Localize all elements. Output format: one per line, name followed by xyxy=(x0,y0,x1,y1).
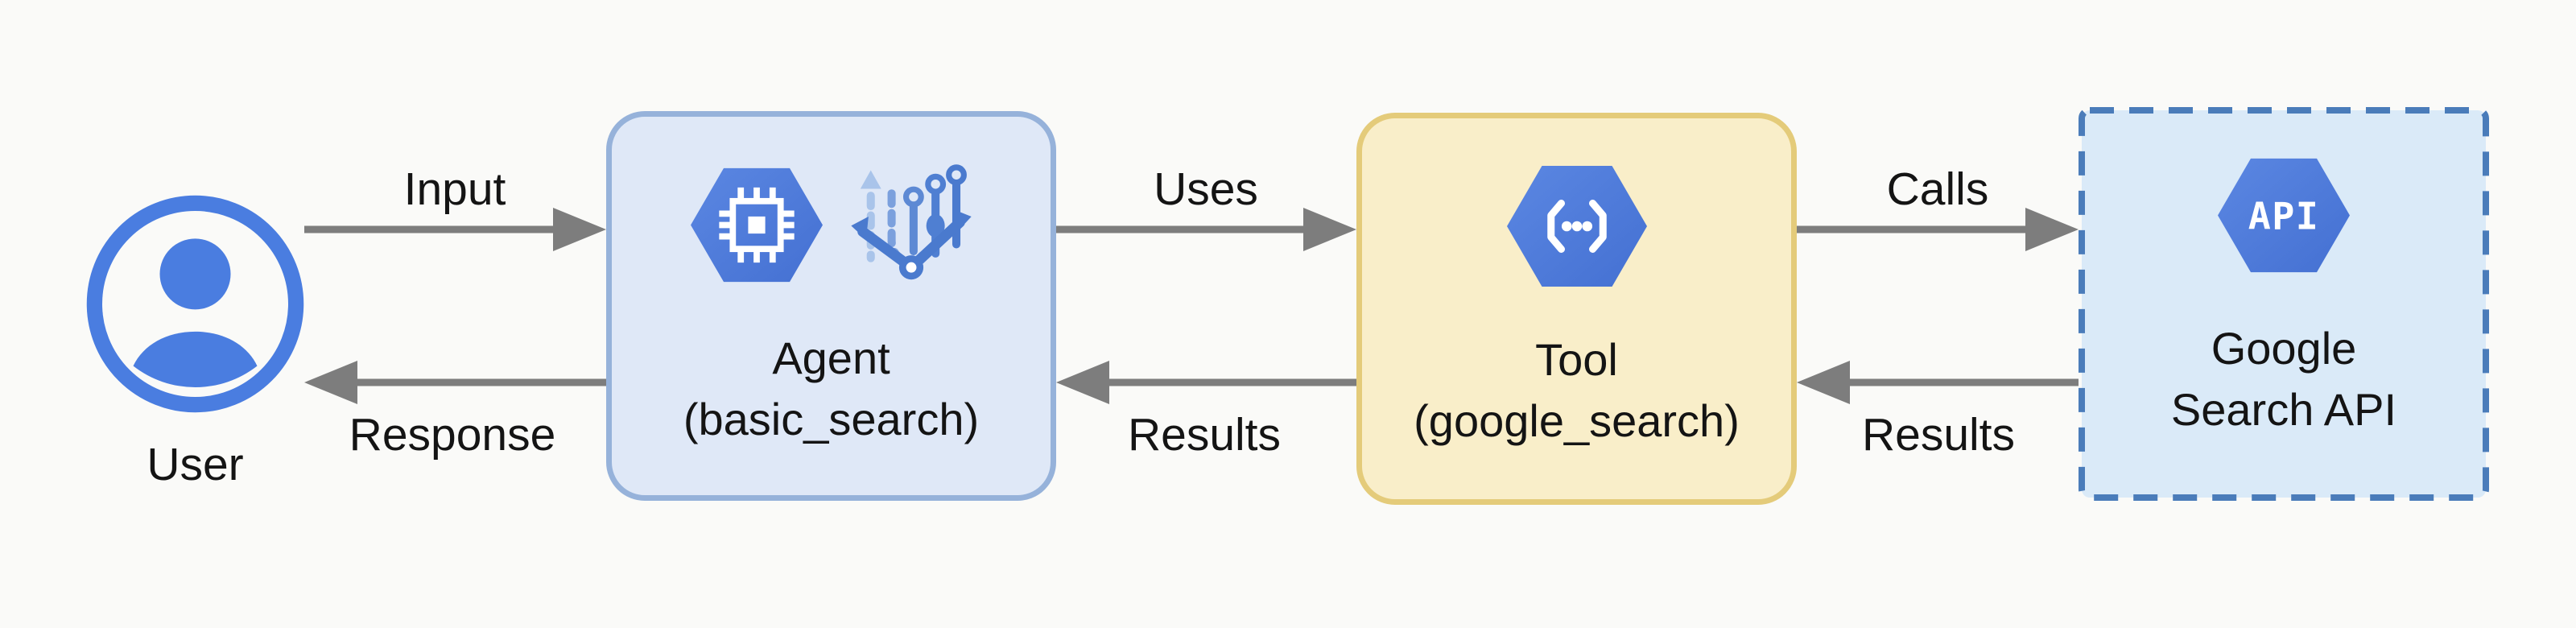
api-hexagon-icon: API xyxy=(2218,158,2350,272)
api-icon-row: API xyxy=(2215,151,2352,279)
user-label: User xyxy=(147,439,244,490)
dashed-border xyxy=(2079,107,2489,501)
code-brackets-hexagon-icon xyxy=(1506,166,1647,287)
tool-title: Tool xyxy=(1535,334,1618,385)
response-arrow xyxy=(304,361,606,404)
agent-icon-row xyxy=(688,160,975,289)
results-tool-agent-arrow-label: Results xyxy=(1127,409,1282,461)
results-api-tool-arrow-label: Results xyxy=(1861,409,2016,461)
google-search-api-box: API Google Search API xyxy=(2079,107,2489,501)
input-arrow-label: Input xyxy=(403,163,506,215)
agent-subtitle: (basic_search) xyxy=(683,394,980,444)
input-arrow xyxy=(304,208,606,251)
branch-pipeline-icon xyxy=(850,164,972,280)
uses-arrow-label: Uses xyxy=(1154,163,1258,215)
agent-box-label: Agent (basic_search) xyxy=(683,328,979,450)
tool-box: Tool (google_search) xyxy=(1356,113,1797,505)
agent-box: Agent (basic_search) xyxy=(606,111,1056,501)
chip-hexagon-icon xyxy=(690,167,823,282)
api-hexagon-label: API xyxy=(2248,194,2319,238)
calls-arrow xyxy=(1797,208,2079,251)
api-title: Google xyxy=(2211,323,2357,374)
api-box-label: Google Search API xyxy=(2171,318,2396,440)
tool-subtitle: (google_search) xyxy=(1414,395,1740,446)
calls-arrow-label: Calls xyxy=(1886,163,1989,215)
tool-box-label: Tool (google_search) xyxy=(1414,329,1740,452)
results-arrow-tool-to-agent xyxy=(1056,361,1356,404)
uses-arrow xyxy=(1056,208,1356,251)
api-subtitle: Search API xyxy=(2170,384,2397,435)
response-arrow-label: Response xyxy=(349,409,556,461)
tool-icon-row xyxy=(1505,162,1649,291)
agent-title: Agent xyxy=(772,333,890,383)
results-arrow-api-to-tool xyxy=(1797,361,2079,404)
account-circle-icon xyxy=(86,195,304,413)
user-node xyxy=(85,193,306,415)
